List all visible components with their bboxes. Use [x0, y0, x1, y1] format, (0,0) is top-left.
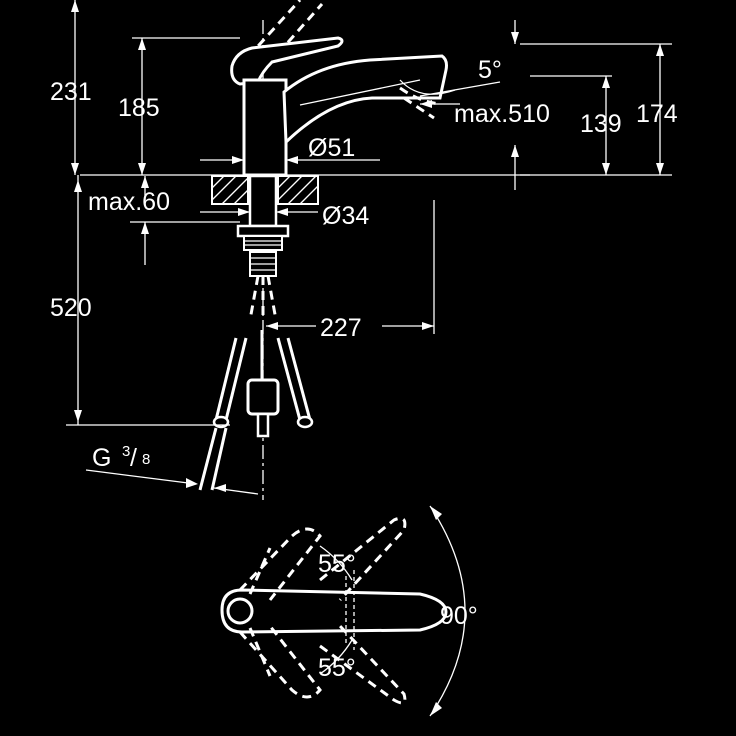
spout [282, 54, 448, 146]
dim-hose-clearance: 227 [320, 314, 362, 342]
lever-handle [230, 36, 344, 86]
dim-thread-den: 8 [142, 451, 150, 468]
dimension-lines [66, 0, 672, 495]
dim-hole-diameter: Ø34 [322, 202, 369, 230]
dim-body-diameter: Ø51 [308, 134, 355, 162]
dim-swivel-right: 55° [318, 654, 356, 682]
lever-top [220, 588, 448, 634]
dim-spout-tilt: 5° [478, 56, 502, 84]
faucet-body [242, 78, 288, 177]
dim-spout-height-min: 139 [580, 110, 622, 138]
dim-spout-reach: max.510 [454, 100, 550, 128]
dim-thread-num: 3 [122, 443, 130, 460]
dim-hose-length: 520 [50, 294, 92, 322]
dim-height-total: 231 [50, 78, 92, 106]
dim-height-body: 185 [118, 94, 160, 122]
countertop-section [211, 174, 319, 277]
dim-swivel-total: 90° [440, 602, 478, 630]
dim-spout-height-max: 174 [636, 100, 678, 128]
faucet-elevation [230, 0, 448, 177]
dim-thread-slash: / [130, 444, 137, 472]
dim-swivel-left: 55° [318, 550, 356, 578]
dim-thread: G [92, 444, 111, 472]
dim-deck-thickness: max.60 [88, 188, 170, 216]
supply-hoses [198, 275, 314, 491]
swivel-top-view [220, 505, 466, 717]
dimension-labels: 231 185 174 139 max.510 5° Ø51 Ø34 max.6… [50, 56, 678, 682]
